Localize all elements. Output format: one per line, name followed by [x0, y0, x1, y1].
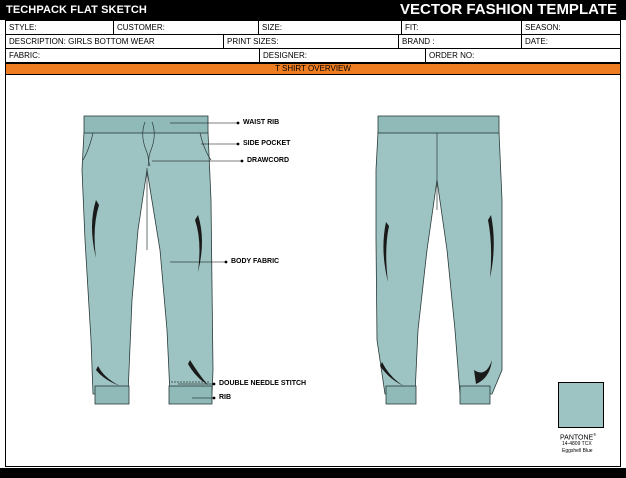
callout-leaders — [152, 121, 244, 400]
pantone-color-swatch — [558, 382, 604, 428]
callout-body-fabric: BODY FABRIC — [231, 258, 280, 265]
front-side-pocket-right — [199, 132, 212, 161]
drawcord-right — [148, 121, 155, 167]
pantone-code: 14-4809 TCX — [562, 441, 592, 447]
front-left-cuff — [94, 385, 130, 405]
callout-waist-rib: WAIST RIB — [243, 119, 280, 126]
back-left-cuff — [385, 385, 417, 405]
info-row-2: DESCRIPTION: GIRLS BOTTOM WEAR PRINT SIZ… — [5, 35, 621, 49]
template-title: VECTOR FASHION TEMPLATE — [400, 1, 617, 18]
customer-field[interactable]: CUSTOMER: — [114, 21, 259, 34]
size-field[interactable]: SIZE: — [259, 21, 402, 34]
callout-double-needle-stitch: DOUBLE NEEDLE STITCH — [219, 380, 307, 387]
callout-drawcord: DRAWCORD — [247, 157, 289, 164]
designer-field[interactable]: DESIGNER: — [260, 49, 426, 62]
overview-title-bar: T SHIRT OVERVIEW — [5, 63, 621, 75]
info-row-3: FABRIC: DESIGNER: ORDER NO: — [5, 49, 621, 63]
description-field[interactable]: DESCRIPTION: GIRLS BOTTOM WEAR — [6, 35, 224, 48]
order-no-field[interactable]: ORDER NO: — [429, 51, 475, 60]
back-waist-rib — [377, 115, 500, 134]
fabric-field[interactable]: FABRIC: — [6, 49, 260, 62]
date-field[interactable]: DATE: — [525, 37, 548, 46]
back-right-cuff — [459, 385, 491, 405]
front-side-pocket-left — [82, 132, 94, 161]
front-pants-sketch — [81, 115, 214, 405]
footer-bar — [0, 468, 626, 478]
header-bar: TECHPACK FLAT SKETCH VECTOR FASHION TEMP… — [0, 0, 626, 20]
print-sizes-field[interactable]: PRINT SIZES: — [224, 35, 399, 48]
info-row-1: STYLE: CUSTOMER: SIZE: FIT: SEASON: — [5, 20, 621, 35]
sketch-frame — [5, 75, 621, 467]
front-right-cuff — [168, 385, 213, 405]
techpack-title: TECHPACK FLAT SKETCH — [6, 4, 147, 16]
fit-field[interactable]: FIT: — [402, 21, 522, 34]
pantone-label: PANTONE® — [560, 432, 597, 442]
brand-field[interactable]: BRAND : — [399, 35, 522, 48]
callout-rib: RIB — [219, 394, 232, 401]
back-pants-sketch — [375, 115, 503, 405]
season-field[interactable]: SEASON: — [525, 23, 561, 32]
pantone-color-name: Eggshell Blue — [562, 448, 593, 454]
style-field[interactable]: STYLE: — [6, 21, 114, 34]
front-waist-rib — [83, 115, 209, 134]
callout-side-pocket: SIDE POCKET — [243, 140, 291, 147]
